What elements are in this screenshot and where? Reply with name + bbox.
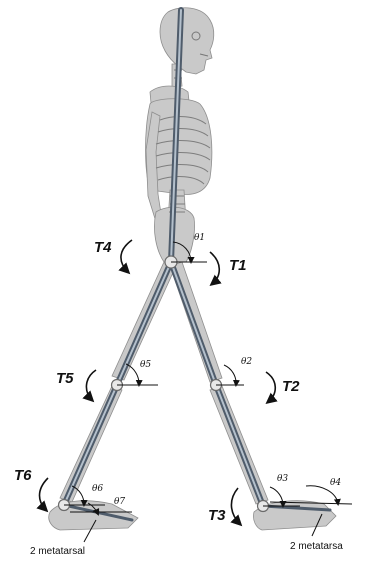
- theta1-label: θ1: [194, 233, 205, 243]
- t1-arrow: [210, 252, 219, 284]
- t6-label: T6: [14, 467, 32, 484]
- t2-arrow: [266, 372, 275, 402]
- theta2-arc: [224, 365, 236, 385]
- t4-label: T4: [94, 239, 112, 256]
- skull: [160, 8, 214, 74]
- skeleton-silhouette: [49, 8, 336, 530]
- t1-label: T1: [229, 257, 247, 274]
- theta5-label: θ5: [140, 360, 151, 370]
- t6-arrow: [40, 478, 49, 510]
- theta7-label: θ7: [114, 497, 125, 507]
- theta4-label: θ4: [330, 478, 341, 488]
- theta3-label: θ3: [277, 474, 288, 484]
- right-metatarsal-caption: 2 metatarsa: [290, 541, 343, 552]
- t3-arrow: [231, 488, 240, 524]
- t5-arrow: [86, 370, 96, 400]
- theta6-label: θ6: [92, 484, 103, 494]
- left-metatarsal-caption: 2 metatarsal: [30, 546, 85, 557]
- angle-reference-lines: [64, 262, 352, 512]
- t5-label: T5: [56, 370, 74, 387]
- theta2-label: θ2: [241, 357, 252, 367]
- t3-label: T3: [208, 507, 226, 524]
- link-model: [64, 10, 330, 520]
- t4-arrow: [121, 240, 132, 272]
- t2-label: T2: [282, 378, 300, 395]
